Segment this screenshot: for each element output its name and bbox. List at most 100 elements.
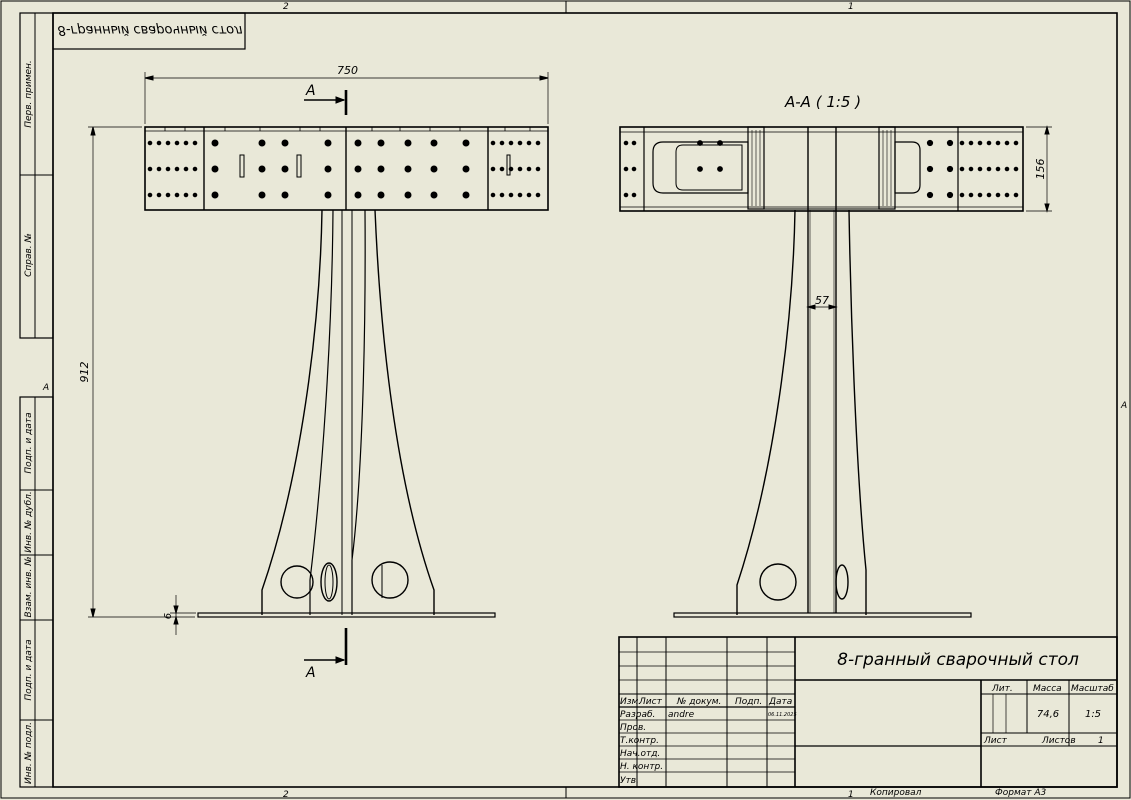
mounting-hole — [697, 140, 703, 146]
mounting-hole — [404, 139, 412, 147]
mounting-hole — [192, 192, 198, 198]
mounting-hole — [354, 139, 362, 147]
mounting-hole — [986, 192, 992, 198]
tb-row-utv: Утв. — [620, 776, 639, 786]
mounting-hole — [324, 139, 332, 147]
mounting-hole — [959, 166, 965, 172]
mounting-hole — [258, 165, 266, 173]
mounting-hole — [959, 192, 965, 198]
zone-label-row-right: А — [1120, 401, 1127, 411]
side-label-inv-dubl: Инв. № дубл. — [24, 491, 34, 553]
mounting-hole — [526, 140, 532, 146]
side-label-sprav: Справ. № — [24, 233, 34, 277]
tb-razrab-date: 06.11.2025 — [768, 712, 797, 718]
mounting-hole — [430, 191, 438, 199]
mounting-hole — [508, 192, 514, 198]
mounting-hole — [281, 165, 289, 173]
mounting-hole — [517, 166, 523, 172]
mounting-hole — [490, 166, 496, 172]
tb-row-razrab: Разраб. — [620, 710, 655, 720]
mounting-hole — [623, 166, 629, 172]
mounting-hole — [165, 140, 171, 146]
tb-mass-value: 74,6 — [1037, 709, 1059, 720]
mounting-hole — [404, 165, 412, 173]
mounting-hole — [211, 165, 219, 173]
front-hole-pattern — [147, 139, 541, 199]
tb-scale-label: Масштаб — [1071, 684, 1114, 694]
side-panel — [19, 12, 54, 788]
mounting-hole — [377, 191, 385, 199]
mounting-hole — [354, 165, 362, 173]
tb-col-list: Лист — [638, 697, 663, 707]
mounting-hole — [977, 166, 983, 172]
tb-sheet-label: Лист — [983, 736, 1008, 746]
tb-row-tkontr: Т.контр. — [620, 736, 659, 746]
mounting-hole — [354, 191, 362, 199]
zone-label-bottom-right: 1 — [848, 790, 854, 800]
mounting-hole — [462, 165, 470, 173]
dim-top-height-156: 156 — [1034, 159, 1047, 180]
mounting-hole — [535, 140, 541, 146]
mounting-hole — [147, 140, 153, 146]
mounting-hole — [946, 191, 954, 199]
mounting-hole — [535, 166, 541, 172]
side-label-perv-primen: Перв. примен. — [24, 60, 34, 128]
zone-label-top-left: 2 — [283, 2, 289, 12]
mounting-hole — [631, 140, 637, 146]
mounting-hole — [156, 166, 162, 172]
title-block — [618, 636, 1118, 788]
mounting-hole — [977, 140, 983, 146]
tb-scale-value: 1:5 — [1085, 709, 1101, 720]
dim-width-750: 750 — [337, 64, 358, 77]
mounting-hole — [697, 166, 703, 172]
dim-post-width-57: 57 — [815, 294, 829, 307]
mirrored-title: 8-гранный сварочный стол — [58, 22, 243, 37]
mounting-hole — [1013, 192, 1019, 198]
svg-text:8-гранный сварочный стол: 8-гранный сварочный стол — [58, 22, 243, 37]
section-marker-top: A — [305, 83, 316, 99]
section-hole-pattern — [623, 139, 1019, 199]
mounting-hole — [995, 192, 1001, 198]
dim-base-6: 6 — [163, 613, 174, 619]
side-label-podp-data-1: Подп. и дата — [24, 412, 34, 473]
mounting-hole — [968, 192, 974, 198]
mounting-hole — [490, 140, 496, 146]
mounting-hole — [183, 166, 189, 172]
mounting-hole — [631, 192, 637, 198]
dim-height-912: 912 — [78, 362, 91, 383]
mounting-hole — [926, 139, 934, 147]
mounting-hole — [508, 140, 514, 146]
mounting-hole — [968, 166, 974, 172]
tb-sheets-value: 1 — [1098, 736, 1104, 746]
mounting-hole — [174, 192, 180, 198]
mounting-hole — [258, 139, 266, 147]
mounting-hole — [174, 166, 180, 172]
section-view — [619, 125, 1052, 618]
mounting-hole — [717, 140, 723, 146]
mounting-hole — [526, 192, 532, 198]
tb-col-izm: Изм. — [620, 697, 641, 707]
mounting-hole — [1004, 166, 1010, 172]
mounting-hole — [377, 139, 385, 147]
mounting-hole — [165, 192, 171, 198]
mounting-hole — [995, 140, 1001, 146]
section-marker-bottom: A — [305, 665, 316, 681]
side-label-inv-podl: Инв. № подл. — [24, 722, 34, 784]
mounting-hole — [430, 139, 438, 147]
mounting-hole — [324, 165, 332, 173]
mounting-hole — [517, 192, 523, 198]
mounting-hole — [258, 191, 266, 199]
mounting-hole — [499, 140, 505, 146]
mounting-hole — [946, 165, 954, 173]
mounting-hole — [623, 140, 629, 146]
side-label-vzam-inv: Взам. инв. № — [24, 556, 34, 617]
mounting-hole — [156, 140, 162, 146]
mounting-hole — [174, 140, 180, 146]
title-block-designation: 8-гранный сварочный стол — [837, 650, 1079, 670]
tb-col-data: Дата — [768, 697, 792, 707]
mounting-hole — [1004, 140, 1010, 146]
mounting-hole — [165, 166, 171, 172]
mounting-hole — [462, 139, 470, 147]
